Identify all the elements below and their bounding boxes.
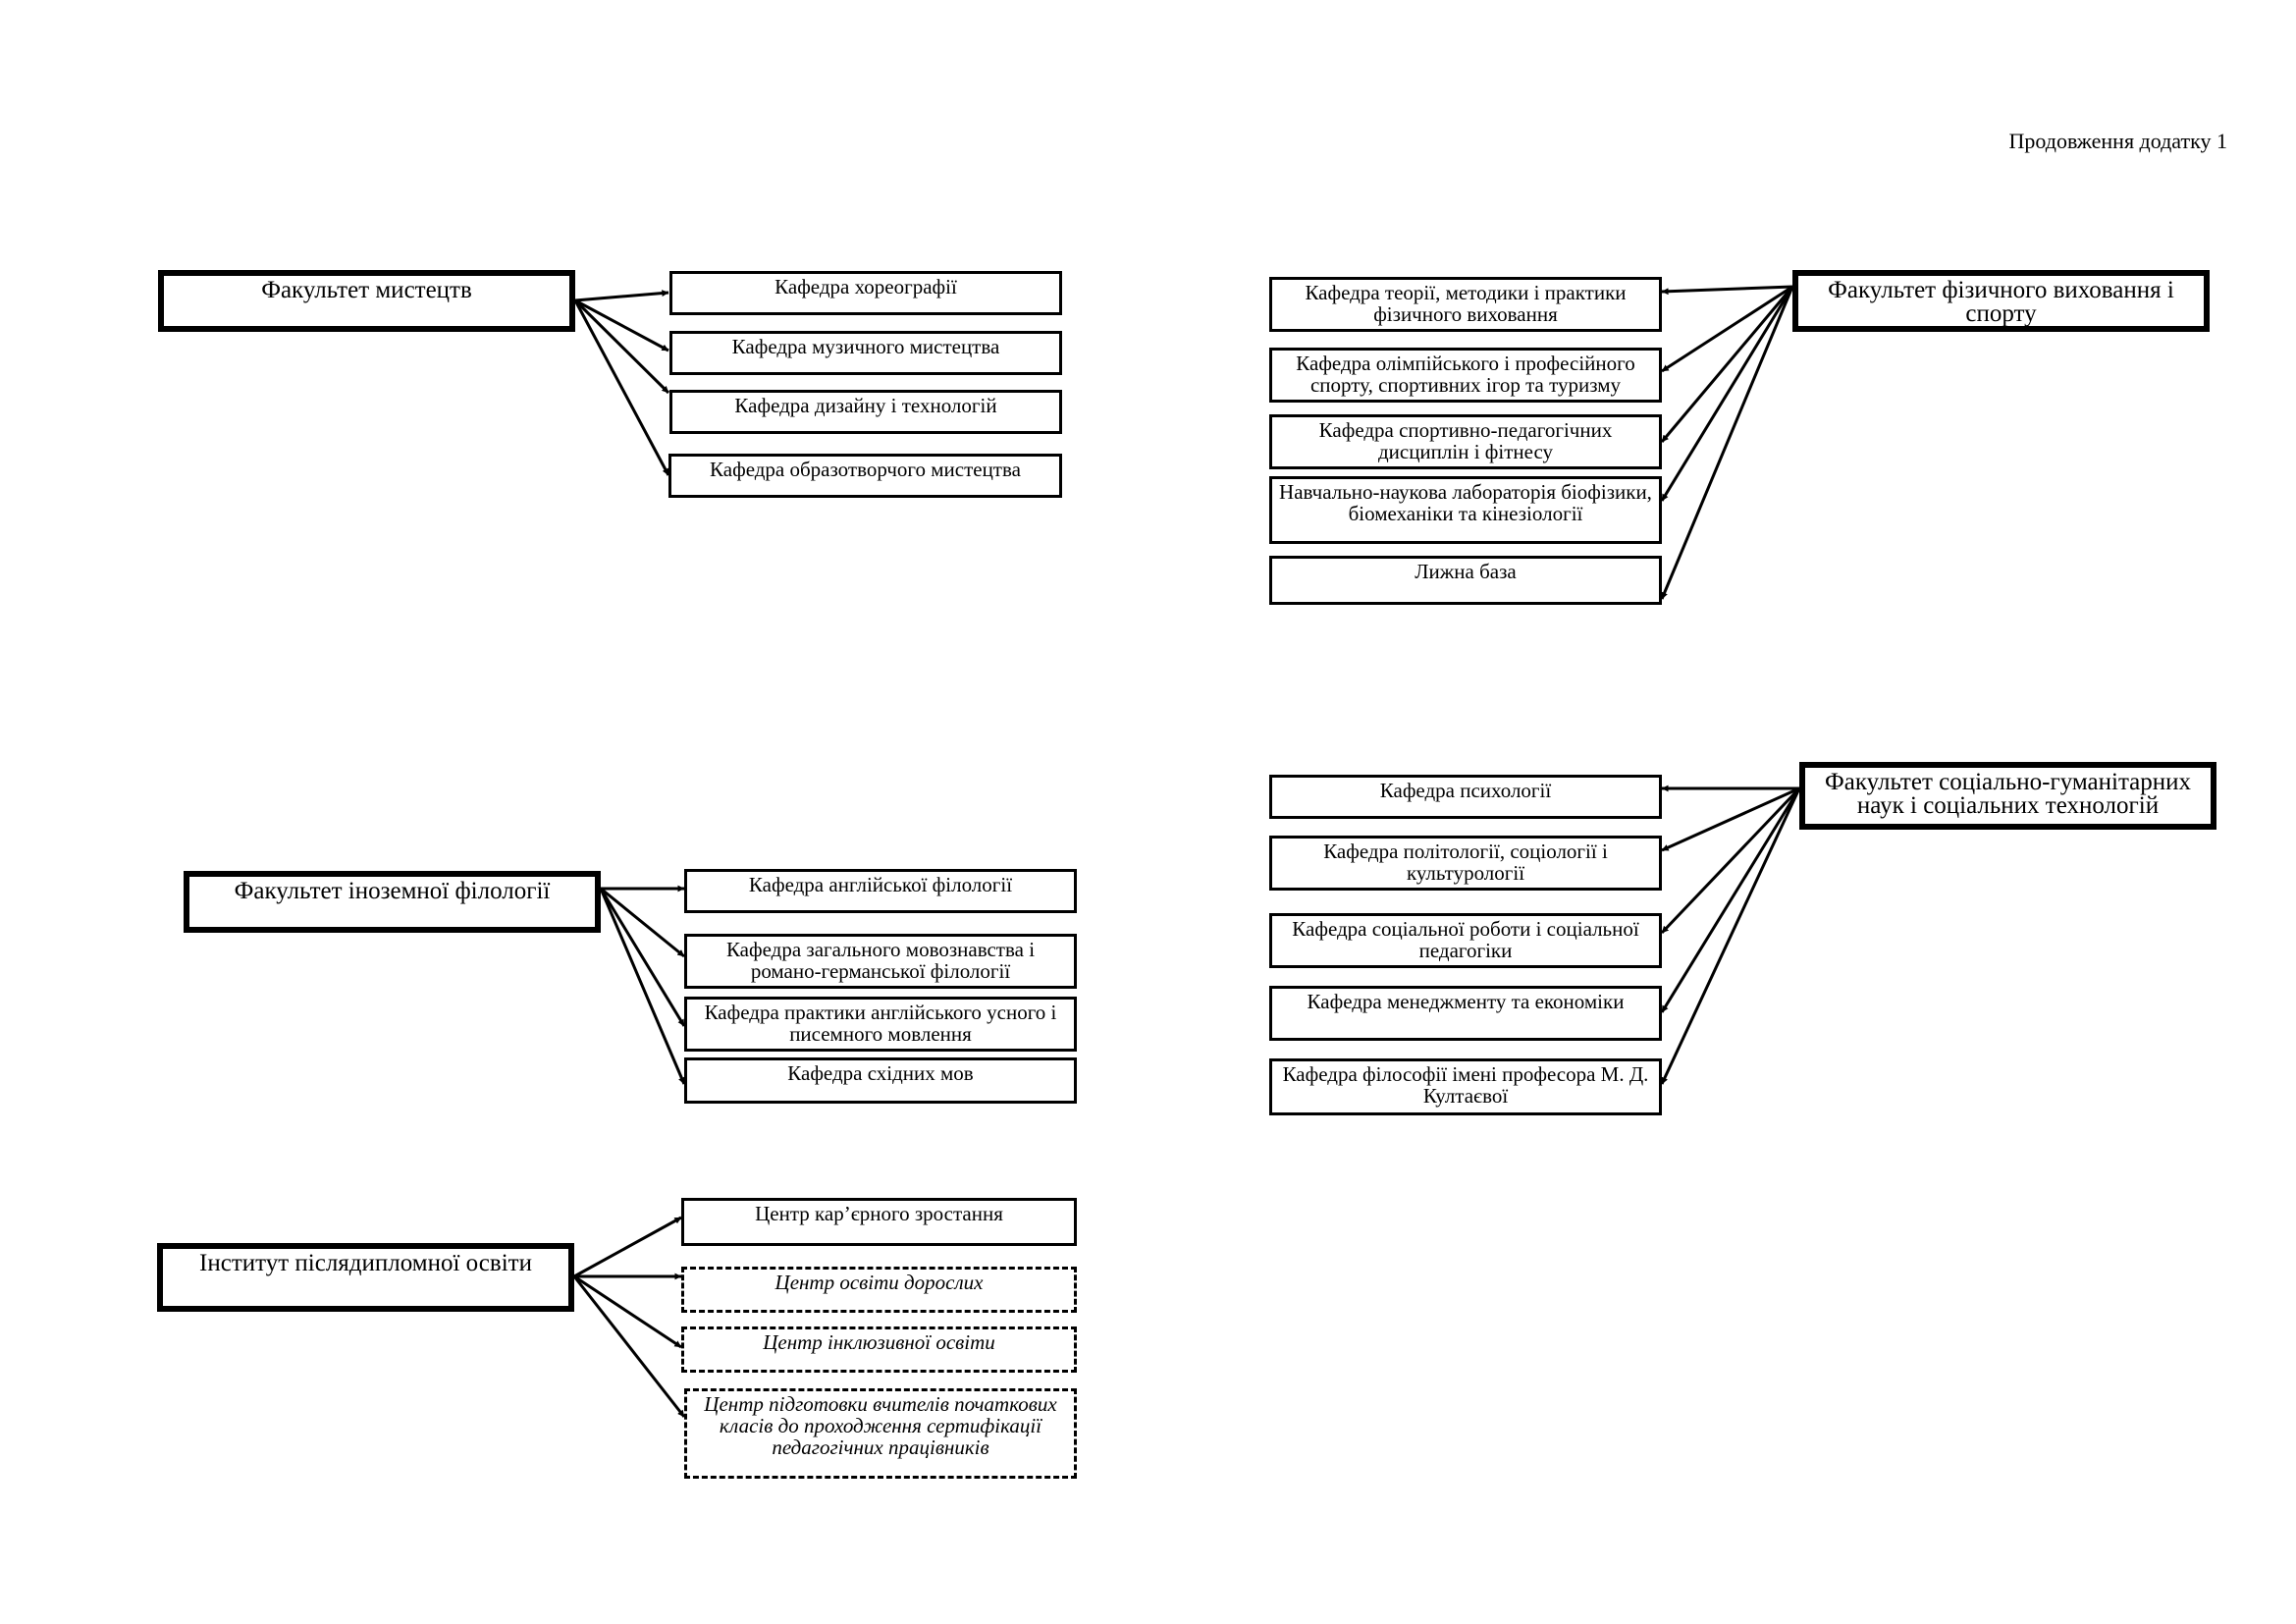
arts-dept-label: Кафедра образотворчого мистецтва bbox=[710, 458, 1021, 481]
faculty-social-humanities-label: Факультет соціально-гуманітарних наук і … bbox=[1824, 769, 2192, 819]
faculty-physical-education-label: Факультет фізичного виховання і спорту bbox=[1828, 277, 2174, 327]
connector-arrow bbox=[573, 298, 670, 395]
physical-education-dept-label: Кафедра олімпійського і професійного спо… bbox=[1296, 352, 1635, 397]
physical-education-dept-box: Кафедра теорії, методики і практики фізи… bbox=[1269, 277, 1662, 332]
physical-education-dept-box: Лижна база bbox=[1269, 556, 1662, 605]
connector-arrow bbox=[1661, 285, 1793, 296]
connector-arrow bbox=[1660, 286, 1794, 443]
social-humanities-dept-box: Кафедра менеджменту та економіки bbox=[1269, 986, 1662, 1041]
faculty-foreign-philology-box: Факультет іноземної філології bbox=[184, 871, 601, 933]
faculty-foreign-philology-label: Факультет іноземної філології bbox=[234, 878, 551, 904]
arts-dept-box: Кафедра хореографії bbox=[669, 271, 1062, 315]
social-humanities-dept-box: Кафедра філософії імені професора М. Д. … bbox=[1269, 1058, 1662, 1115]
postgraduate-center-label: Центр кар’єрного зростання bbox=[755, 1202, 1003, 1225]
arts-dept-box: Кафедра образотворчого мистецтва bbox=[668, 454, 1062, 498]
connector-arrow bbox=[573, 1274, 682, 1349]
physical-education-dept-label: Кафедра спортивно-педагогічних дисциплін… bbox=[1318, 418, 1613, 463]
foreign-philology-dept-label: Кафедра практики англійського усного і п… bbox=[704, 1001, 1057, 1046]
institute-postgraduate-label: Інститут післядипломної освіти bbox=[199, 1250, 532, 1276]
social-humanities-dept-box: Кафедра психології bbox=[1269, 775, 1662, 819]
social-humanities-dept-label: Кафедра психології bbox=[1379, 779, 1552, 802]
foreign-philology-dept-box: Кафедра практики англійського усного і п… bbox=[684, 997, 1077, 1052]
arts-dept-label: Кафедра дизайну і технологій bbox=[734, 394, 997, 417]
faculty-arts-label: Факультет мистецтв bbox=[261, 277, 472, 303]
arts-dept-box: Кафедра музичного мистецтва bbox=[669, 331, 1062, 375]
foreign-philology-dept-box: Кафедра загального мовознавства і романо… bbox=[684, 934, 1077, 989]
connector-arrow bbox=[1660, 286, 1794, 502]
physical-education-dept-box: Кафедра олімпійського і професійного спо… bbox=[1269, 348, 1662, 403]
connector-arrow bbox=[573, 1216, 682, 1278]
physical-education-dept-label: Лижна база bbox=[1415, 560, 1517, 583]
social-humanities-dept-label: Кафедра соціальної роботи і соціальної п… bbox=[1292, 917, 1639, 962]
connector-arrow bbox=[1660, 786, 1801, 935]
arts-dept-label: Кафедра хореографії bbox=[774, 275, 957, 298]
foreign-philology-dept-label: Кафедра загального мовознавства і романо… bbox=[725, 938, 1036, 983]
faculty-social-humanities-box: Факультет соціально-гуманітарних наук і … bbox=[1799, 762, 2216, 830]
postgraduate-center-box: Центр інклюзивної освіти bbox=[681, 1326, 1077, 1373]
connector-arrow bbox=[574, 298, 669, 352]
faculty-arts-box: Факультет мистецтв bbox=[158, 270, 575, 332]
social-humanities-dept-label: Кафедра менеджменту та економіки bbox=[1307, 990, 1625, 1013]
connector-arrow bbox=[1661, 786, 1800, 852]
physical-education-dept-box: Навчально-наукова лабораторія біофізики,… bbox=[1269, 476, 1662, 544]
social-humanities-dept-box: Кафедра політології, соціології і культу… bbox=[1269, 836, 1662, 891]
foreign-philology-dept-box: Кафедра східних мов bbox=[684, 1057, 1077, 1104]
postgraduate-center-box: Центр підготовки вчителів початкових кла… bbox=[684, 1388, 1077, 1479]
connector-arrow bbox=[1660, 286, 1794, 600]
connector-arrow bbox=[1660, 787, 1801, 1013]
arts-dept-box: Кафедра дизайну і технологій bbox=[669, 390, 1062, 434]
physical-education-dept-label: Навчально-наукова лабораторія біофізики,… bbox=[1279, 480, 1652, 525]
faculty-physical-education-box: Факультет фізичного виховання і спорту bbox=[1792, 270, 2210, 332]
foreign-philology-dept-box: Кафедра англійської філології bbox=[684, 869, 1077, 913]
postgraduate-center-label: Центр підготовки вчителів початкових кла… bbox=[704, 1392, 1057, 1459]
page-header: Продовження додатку 1 bbox=[2008, 129, 2227, 153]
social-humanities-dept-label: Кафедра філософії імені професора М. Д. … bbox=[1282, 1062, 1649, 1108]
connector-arrow bbox=[572, 1275, 686, 1418]
connector-arrow bbox=[574, 290, 669, 302]
postgraduate-center-label: Центр інклюзивної освіти bbox=[763, 1330, 995, 1354]
connector-arrow bbox=[1660, 787, 1801, 1085]
connector-arrow bbox=[599, 888, 686, 1085]
institute-postgraduate-box: Інститут післядипломної освіти bbox=[157, 1243, 574, 1312]
connector-arrow bbox=[599, 888, 686, 1027]
foreign-philology-dept-label: Кафедра англійської філології bbox=[748, 873, 1013, 896]
social-humanities-dept-label: Кафедра політології, соціології і культу… bbox=[1323, 839, 1608, 885]
arts-dept-label: Кафедра музичного мистецтва bbox=[731, 335, 1000, 358]
physical-education-dept-box: Кафедра спортивно-педагогічних дисциплін… bbox=[1269, 414, 1662, 469]
postgraduate-center-box: Центр освіти дорослих bbox=[681, 1267, 1077, 1313]
postgraduate-center-box: Центр кар’єрного зростання bbox=[681, 1198, 1077, 1246]
postgraduate-center-label: Центр освіти дорослих bbox=[774, 1271, 984, 1294]
connector-arrow bbox=[1661, 285, 1793, 373]
foreign-philology-dept-label: Кафедра східних мов bbox=[787, 1061, 974, 1085]
connector-arrow bbox=[573, 299, 670, 476]
physical-education-dept-label: Кафедра теорії, методики і практики фізи… bbox=[1305, 281, 1627, 326]
social-humanities-dept-box: Кафедра соціальної роботи і соціальної п… bbox=[1269, 913, 1662, 968]
connector-arrow bbox=[600, 887, 685, 958]
